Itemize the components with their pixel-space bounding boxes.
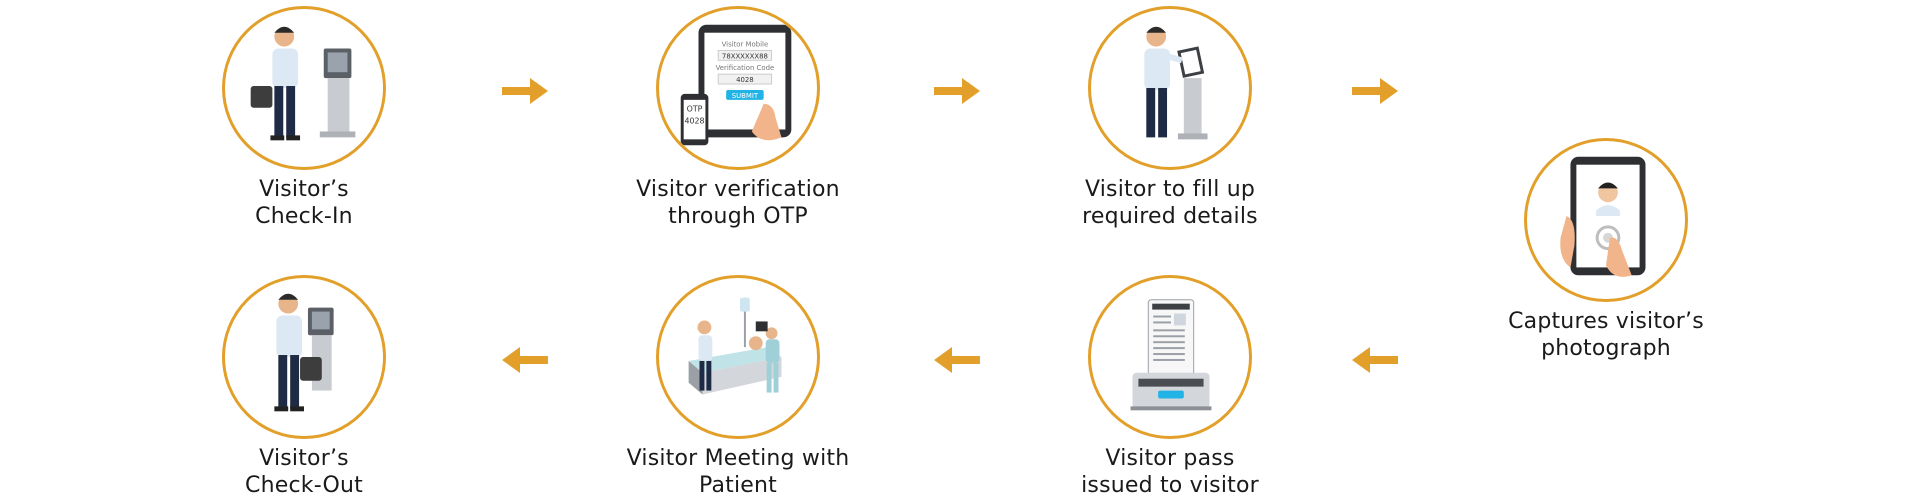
code-label: Verification Code [716, 64, 775, 72]
step-label-line: Visitor pass [1105, 446, 1235, 471]
step-label-line: photograph [1541, 336, 1671, 361]
visitor-at-kiosk-icon [222, 6, 386, 170]
code-value: 4028 [736, 76, 754, 84]
arrow-left-icon [932, 345, 982, 375]
step-label-line: Visitor verification [636, 177, 840, 202]
arrow-right-icon [1350, 76, 1400, 106]
kiosk-form-icon [1088, 6, 1252, 170]
visitor-leaving-kiosk-icon [222, 275, 386, 439]
phone-otp-label: OTP [687, 105, 703, 114]
submit-label: SUBMIT [732, 92, 759, 100]
step-label-line: Check-In [255, 204, 353, 229]
mobile-value: 78XXXXXX88 [722, 52, 768, 60]
mobile-label: Visitor Mobile [722, 41, 769, 49]
step-label-line: Patient [698, 473, 777, 498]
hospital-bed-icon [656, 275, 820, 439]
step-label-line: Check-Out [245, 473, 363, 498]
step-label-line: Visitor to fill up [1084, 177, 1256, 202]
phone-otp-value: 4028 [685, 117, 705, 126]
arrow-right-icon [932, 76, 982, 106]
step-label-line: required details [1082, 204, 1258, 229]
otp-tablet-icon: Visitor Mobile 78XXXXXX88 Verification C… [656, 6, 820, 170]
arrow-right-icon [500, 76, 550, 106]
step-label-line: Captures visitor’s [1508, 309, 1704, 334]
arrow-left-icon [1350, 345, 1400, 375]
arrow-left-icon [500, 345, 550, 375]
step-label-line: Visitor’s [259, 177, 349, 202]
step-label-line: Visitor’s [259, 446, 349, 471]
step-otp-verification: Visitor Mobile 78XXXXXX88 Verification C… [578, 6, 898, 230]
step-label-line: through OTP [668, 204, 808, 229]
step-label-line: Visitor Meeting with [626, 446, 850, 471]
pass-printer-icon [1088, 275, 1252, 439]
tablet-photo-icon [1524, 138, 1688, 302]
step-label-line: issued to visitor [1081, 473, 1259, 498]
